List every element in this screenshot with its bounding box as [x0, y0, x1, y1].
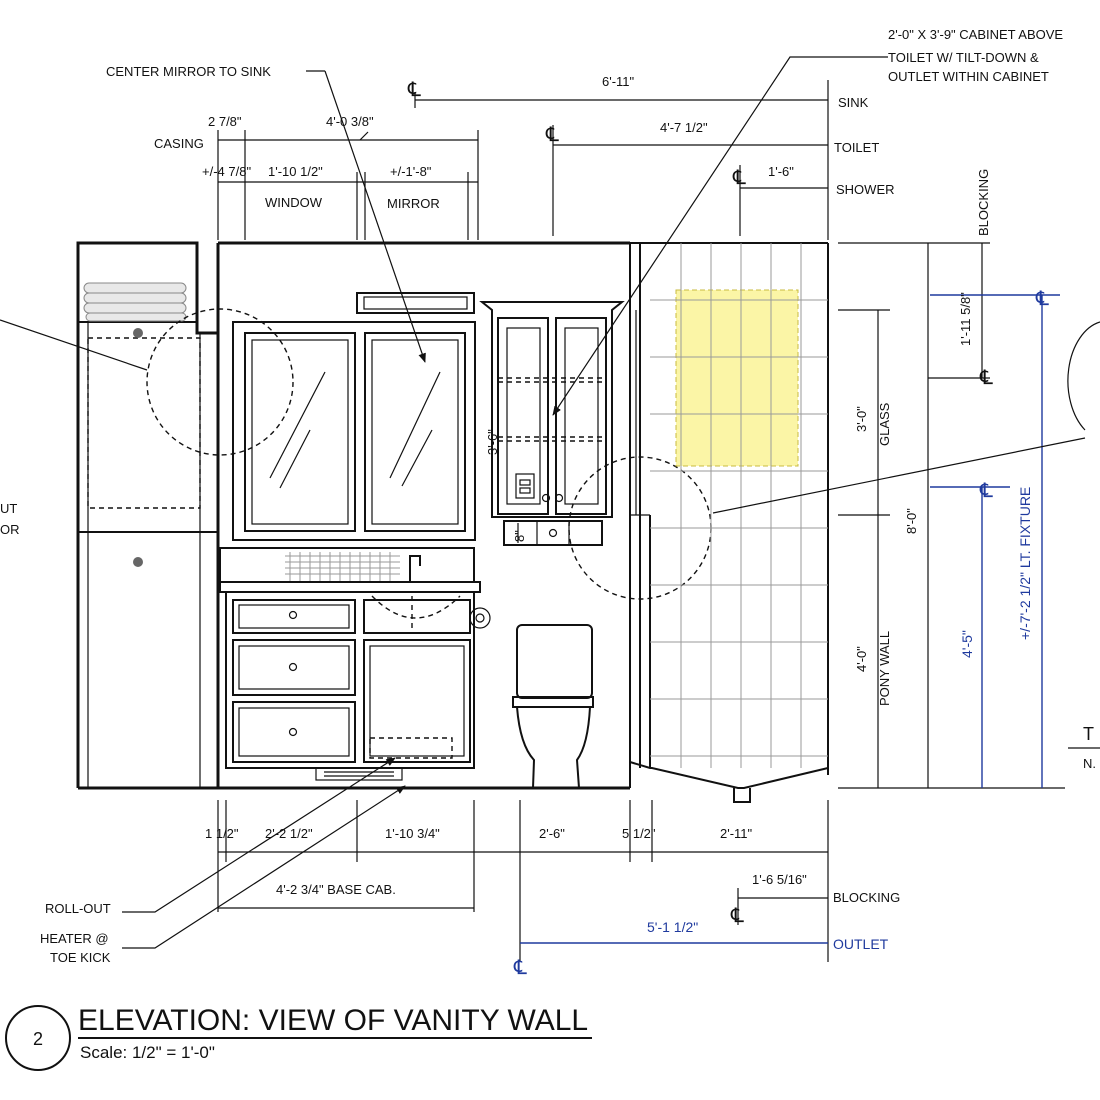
label-outlet: OUTLET: [833, 936, 889, 952]
centerline-symbol: ℄: [513, 955, 527, 979]
dim-bottom-3: 1'-10 3/4": [385, 826, 440, 841]
dim-blocking: 1'-6 5/16": [752, 872, 807, 887]
label-shower: SHOWER: [836, 182, 895, 197]
dim-toilet-run: 4'-7 1/2": [660, 120, 708, 135]
centerline-symbol: ℄: [407, 77, 421, 101]
outlet-receptacle: [469, 607, 491, 629]
dim-casing: 2 7/8": [208, 114, 242, 129]
dim-blocking-height: 1'-11 5/8": [958, 292, 973, 346]
note-heater: HEATER @: [40, 931, 109, 946]
label-glass: GLASS: [877, 402, 892, 446]
label-casing: CASING: [154, 136, 204, 151]
backsplash-tile: [285, 552, 400, 582]
drawing-title: ELEVATION: VIEW OF VANITY WALL: [78, 1004, 588, 1037]
top-dimension-lines: [217, 80, 829, 240]
drawing-scale: Scale: 1/2" = 1'-0": [80, 1043, 215, 1062]
label-window: WINDOW: [265, 195, 323, 210]
toilet: [512, 624, 594, 789]
faucet: [409, 555, 421, 582]
vanity-light: [356, 292, 475, 314]
centerline-symbol: ℄: [1035, 286, 1049, 310]
cabinet-knob: [133, 328, 143, 338]
centerline-symbols: ℄ ℄ ℄ ℄ ℄ ℄ ℄ ℄: [407, 77, 1049, 979]
dim-pony-wall-height: 4'-0": [854, 646, 869, 672]
light-fixture-highlight: [675, 289, 799, 467]
mirror-cabinet: [232, 321, 476, 541]
dim-outlet-height: 4'-5": [959, 630, 975, 658]
sink-bowl: [371, 595, 461, 619]
vertical-annotations: 3'-6" 8" 3'-0" GLASS 4'-0" PONY WALL 8'-…: [485, 169, 1033, 706]
centerline-symbol: ℄: [545, 122, 559, 146]
shower-tile: [650, 243, 828, 768]
dim-mirror-center: 4'-0 3/8": [326, 114, 374, 129]
counter: [219, 547, 481, 630]
label-sink: SINK: [838, 95, 869, 110]
dim-outlet: 5'-1 1/2": [647, 919, 698, 935]
linen-cabinet: [76, 241, 294, 788]
dim-bottom-5: 5 1/2": [622, 826, 656, 841]
dim-sink-run: 6'-11": [602, 74, 635, 89]
dim-glass-height: 3'-0": [854, 406, 869, 432]
bottom-dimension-lines: [217, 800, 829, 962]
label-pony-wall: PONY WALL: [877, 631, 892, 706]
bottom-annotations: 1 1/2" 2'-2 1/2" 1'-10 3/4" 2'-6" 5 1/2"…: [40, 826, 900, 965]
top-annotations: CENTER MIRROR TO SINK 2'-0" X 3'-9" CABI…: [106, 27, 1063, 211]
label-toilet: TOILET: [834, 140, 879, 155]
dim-bottom-2: 2'-2 1/2": [265, 826, 313, 841]
leader-lines: [0, 56, 1086, 949]
dim-cabinet-height: 3'-6": [485, 429, 500, 455]
towels: [83, 282, 187, 322]
clearance-circle: [146, 308, 294, 456]
centerline-symbol: ℄: [732, 165, 746, 189]
detail-number: 2: [33, 1029, 43, 1049]
centerline-symbol: ℄: [979, 365, 993, 389]
cut-off-note: UT: [0, 501, 17, 516]
cut-off-note: T: [1083, 724, 1094, 744]
centerline-symbol: ℄: [979, 478, 993, 502]
label-blocking-bottom: BLOCKING: [833, 890, 900, 905]
dim-shower-run: 1'-6": [768, 164, 794, 179]
note-cabinet-above: 2'-0" X 3'-9" CABINET ABOVE: [888, 27, 1063, 42]
detail-number-circle: [5, 1005, 71, 1071]
cut-off-note: OR: [0, 522, 20, 537]
dim-window-width: 1'-10 1/2": [268, 164, 323, 179]
dim-bottom-6: 2'-11": [720, 826, 753, 841]
note-heater: TOE KICK: [50, 950, 111, 965]
dim-mirror-width: +/-1'-8": [390, 164, 432, 179]
dim-left-offset: +/-4 7/8": [202, 164, 251, 179]
note-center-mirror: CENTER MIRROR TO SINK: [106, 64, 271, 79]
label-blocking-top: BLOCKING: [976, 169, 991, 236]
note-roll-out: ROLL-OUT: [45, 901, 111, 916]
note-cabinet-above: OUTLET WITHIN CABINET: [888, 69, 1049, 84]
centerline-symbol: ℄: [730, 903, 744, 927]
dim-overall-height: 8'-0": [904, 508, 919, 534]
note-cabinet-above: TOILET W/ TILT-DOWN &: [888, 50, 1039, 65]
label-mirror: MIRROR: [387, 196, 440, 211]
right-dimension-lines: [838, 242, 1100, 789]
dim-bottom-1: 1 1/2": [205, 826, 239, 841]
title-block: 2 ELEVATION: VIEW OF VANITY WALL Scale: …: [5, 1004, 592, 1071]
cut-off-note: N.: [1083, 756, 1096, 771]
vanity-base: [225, 591, 491, 781]
cabinet-knob: [133, 557, 143, 567]
dim-cabinet-base: 8": [512, 530, 527, 542]
dim-bottom-4: 2'-6": [539, 826, 565, 841]
dim-fixture-height: +/-7'-2 1/2" LT. FIXTURE: [1017, 487, 1033, 640]
shower-area: [629, 243, 829, 803]
dim-base-cab: 4'-2 3/4" BASE CAB.: [276, 882, 396, 897]
detail-bubble-edge: [1067, 321, 1100, 431]
